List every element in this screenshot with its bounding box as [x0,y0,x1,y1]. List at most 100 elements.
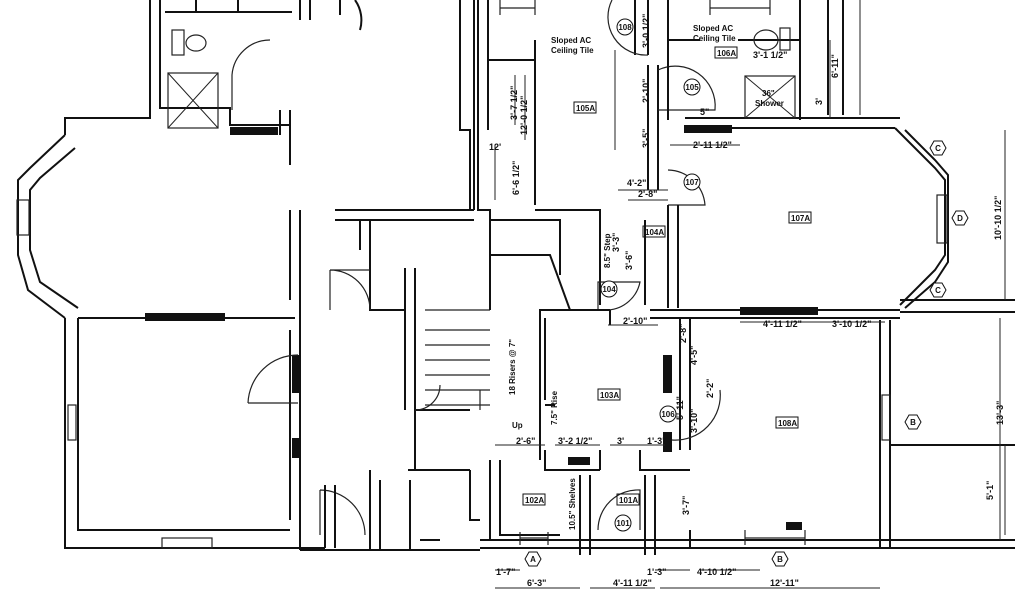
plan-label: C [935,286,941,295]
door-tag-106: 106 [659,405,677,423]
plan-label: 5" [700,107,709,117]
plan-line [17,134,79,319]
plan-label: 106A [717,49,736,58]
plan-label: Up [512,421,523,430]
plan-line [951,210,969,226]
plan-line [607,0,649,56]
plan-label: 4'-2" [627,178,646,188]
plan-label: D [957,214,963,223]
plan-line [788,211,812,224]
plan-line [171,29,185,56]
plan-line [579,450,690,555]
plan-line [683,78,701,96]
plan-label: Sloped AC [551,36,591,45]
plan-line [292,438,300,458]
plan-line [771,551,789,567]
plan-label: 105 [685,83,699,92]
room-tag-102a: 102A [522,493,546,506]
plan-label: 2'-10" [623,316,647,326]
plan-label: 6'-11" [830,54,840,78]
plan-line [335,0,475,221]
room-tag-105a: 105A [573,101,597,114]
plan-label: 3'-7" [681,496,691,515]
plan-line [67,404,77,441]
plan-label: 12' [489,142,501,152]
plan-line [642,225,666,238]
plan-line [753,29,779,51]
plan-line [568,457,590,465]
plan-line [740,307,818,315]
plan-line [775,416,799,429]
plan-label: 107A [791,214,810,223]
plan-line [494,0,1006,589]
plan-line [744,530,806,545]
plan-label: 106 [661,410,675,419]
door-tag-104: 104 [600,280,618,298]
window-tag-b-right: B [904,414,922,430]
plan-line [667,205,679,308]
plan-line [659,405,677,423]
door-tag-101: 101 [614,514,632,532]
room-tag-103a: 103A [597,388,621,401]
plan-label: 107 [685,178,699,187]
plan-label: 4'-5" [689,346,699,365]
room-tag-106a: 106A [714,46,738,59]
plan-line [683,173,701,191]
window-tag-b-bottom: B [771,551,789,567]
dimensions: 3'-0 1/2" 2'-10" 3'-5" 5" 2'-11 1/2" 3'-… [489,14,1005,588]
plan-label: 10.5" Shelves [568,478,577,530]
plan-line [369,470,440,551]
plan-label: 3'-6" [624,251,634,270]
room-tag-107a: 107A [788,211,812,224]
plan-label: 1'-3" [647,436,666,446]
plan-label: C [935,144,941,153]
plan-label: 8.5" Step [603,233,612,268]
plan-label: 3'-0 1/2" [641,14,651,48]
plan-line [300,485,336,549]
plan-label: 12'-0 1/2" [519,96,529,135]
dimension-lines [494,0,1006,589]
plan-line [534,40,601,220]
plan-label: 104A [645,228,664,237]
plan-label: 5'-1" [985,481,995,500]
plan-line [600,280,618,298]
plan-label: 2'-8" [638,189,657,199]
plan-line [879,320,1015,548]
plan-line [489,450,601,540]
plan-line [614,514,632,532]
plan-label: 101A [619,496,638,505]
window-tag-a: A [524,551,542,567]
plan-label: 3' [814,98,824,105]
plan-label: B [777,555,783,564]
room-tag-108a: 108A [775,416,799,429]
plan-label: 3'-10 1/2" [832,319,871,329]
plan-line [292,355,300,393]
plan-label: 1'-7" [496,567,515,577]
plan-label: 2'-2" [705,379,715,398]
door-tag-107: 107 [683,173,701,191]
plan-label: 18 Risers @ 7" [508,339,517,395]
plan-label: Ceiling Tile [551,46,594,55]
plan-line [744,75,796,119]
plan-line [300,539,1015,551]
plan-label: 3'-10" [689,409,699,433]
plan-line [499,0,536,15]
plan-label: 3'-5" [641,129,651,148]
plan-line [663,432,672,452]
window-tags: C D C B A B [524,140,969,567]
plan-line [408,410,480,521]
plan-line [779,27,791,51]
plan-label: 3'-7 1/2" [509,86,519,120]
plan-line [616,18,634,36]
plan-label: 2'-10" [641,79,651,103]
plan-line [900,299,1015,313]
plan-label: 4'-11 1/2" [763,319,802,329]
plan-line [679,318,691,548]
plan-line [289,210,301,550]
plan-line [881,394,891,441]
plan-line [16,199,30,236]
plan-label: 105A [576,104,595,113]
plan-line [359,220,405,311]
plan-line [185,34,207,52]
